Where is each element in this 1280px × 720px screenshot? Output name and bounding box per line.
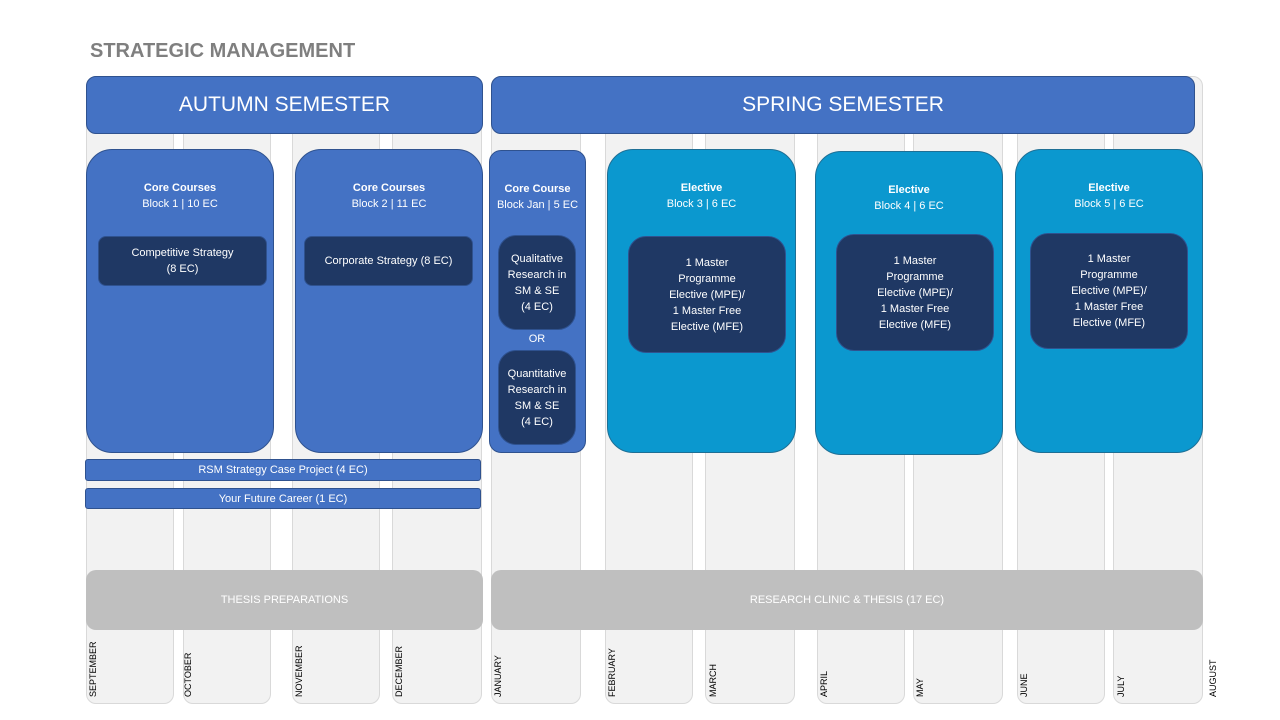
course-label: 1 Master Programme Elective (MPE)/ 1 Mas… [877, 254, 953, 331]
research-clinic-thesis-bar: RESEARCH CLINIC & THESIS (17 EC) [491, 570, 1203, 630]
block-4-title: Elective [888, 184, 930, 196]
block-2: Core Courses Block 2 | 11 EC [295, 149, 483, 453]
course-label: Qualitative Research in SM & SE (4 EC) [507, 252, 567, 313]
block-3-subtitle: Block 3 | 6 EC [666, 198, 737, 210]
course-elective-block-5: 1 Master Programme Elective (MPE)/ 1 Mas… [1030, 233, 1188, 349]
spring-semester-header: SPRING SEMESTER [491, 76, 1195, 134]
block-4-subtitle: Block 4 | 6 EC [874, 200, 944, 212]
course-label: Corporate Strategy (8 EC) [324, 255, 453, 267]
block-jan-title: Core Course [504, 183, 571, 195]
month-label-december: DECEMBER [394, 645, 404, 697]
course-label: 1 Master Programme Elective (MPE)/ 1 Mas… [669, 256, 745, 333]
month-label-march: MARCH [708, 664, 718, 697]
block-5-title: Elective [1088, 182, 1130, 194]
month-label-april: APRIL [819, 670, 829, 697]
course-corporate-strategy: Corporate Strategy (8 EC) [304, 236, 473, 286]
case-project-bar: RSM Strategy Case Project (4 EC) [85, 459, 481, 481]
course-elective-block-3: 1 Master Programme Elective (MPE)/ 1 Mas… [628, 236, 786, 353]
month-label-may: MAY [915, 678, 925, 697]
block-jan-subtitle: Block Jan | 5 EC [496, 199, 579, 211]
block-1-subtitle: Block 1 | 10 EC [142, 198, 218, 210]
block-3-title: Elective [680, 182, 723, 194]
course-label: 1 Master Programme Elective (MPE)/ 1 Mas… [1071, 253, 1147, 329]
month-label-october: OCTOBER [183, 652, 193, 697]
course-label: Quantitative Research in SM & SE (4 EC) [507, 367, 567, 428]
month-label-november: NOVEMBER [294, 645, 304, 697]
month-label-february: FEBRUARY [607, 648, 617, 697]
page-title: STRATEGIC MANAGEMENT [90, 40, 356, 62]
course-elective-block-4: 1 Master Programme Elective (MPE)/ 1 Mas… [836, 234, 994, 351]
autumn-semester-header: AUTUMN SEMESTER [86, 76, 483, 134]
or-label: OR [528, 333, 546, 345]
course-quantitative-research: Quantitative Research in SM & SE (4 EC) [498, 350, 576, 445]
course-label: Competitive Strategy (8 EC) [131, 247, 234, 275]
thesis-preparations-bar: THESIS PREPARATIONS [86, 570, 483, 630]
block-2-subtitle: Block 2 | 11 EC [351, 198, 427, 210]
month-label-september: SEPTEMBER [88, 641, 98, 697]
month-label-june: JUNE [1019, 673, 1029, 697]
block-1: Core Courses Block 1 | 10 EC [86, 149, 274, 453]
block-1-title: Core Courses [143, 182, 217, 194]
course-qualitative-research: Qualitative Research in SM & SE (4 EC) [498, 235, 576, 330]
month-label-january: JANUARY [493, 655, 503, 697]
block-2-title: Core Courses [352, 182, 426, 194]
block-5-subtitle: Block 5 | 6 EC [1074, 198, 1144, 210]
month-label-july: JULY [1116, 675, 1126, 697]
month-label-august: AUGUST [1208, 659, 1218, 697]
future-career-bar: Your Future Career (1 EC) [85, 488, 481, 509]
course-competitive-strategy: Competitive Strategy (8 EC) [98, 236, 267, 286]
